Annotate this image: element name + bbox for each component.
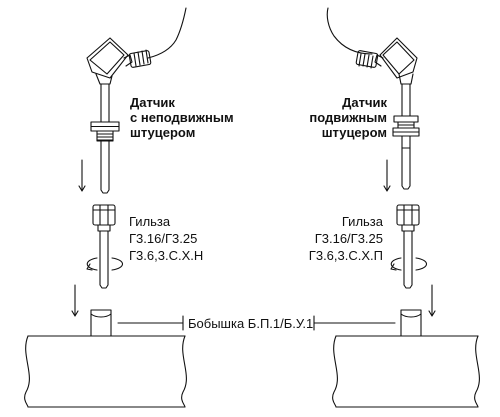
boss-leader-line — [117, 315, 396, 331]
right-rotation-arrow — [390, 257, 428, 271]
right-probe — [401, 135, 411, 190]
boss-label: Бобышка Б.П.1/Б.У.1 — [188, 316, 314, 331]
left-pipe — [24, 335, 187, 408]
left-probe — [100, 140, 110, 194]
right-movable-fitting — [392, 115, 420, 137]
left-down-arrow-1 — [78, 159, 86, 192]
right-sensor-label: Датчик подвижным штуцером — [309, 95, 387, 140]
right-boss — [400, 309, 422, 337]
right-cable — [326, 7, 373, 55]
left-sleeve — [92, 204, 116, 289]
right-sleeve-label: Гильза Г3.16/Г3.25 Г3.6,3.С.Х.П — [308, 214, 383, 263]
left-sensor-head — [86, 37, 152, 85]
right-pipe — [332, 335, 480, 408]
left-cable — [147, 7, 187, 59]
left-sensor-stem — [100, 83, 110, 123]
right-down-arrow-1 — [383, 159, 391, 192]
left-sensor-label: Датчик с неподвижным штуцером — [130, 95, 234, 140]
left-rotation-arrow — [86, 257, 124, 271]
left-down-arrow-2 — [71, 284, 79, 317]
left-boss — [90, 309, 112, 337]
left-fixed-fitting — [90, 121, 120, 142]
right-sensor-stem — [401, 83, 411, 117]
right-sensor-head — [355, 37, 418, 85]
right-down-arrow-2 — [428, 284, 436, 317]
left-sleeve-label: Гильза Г3.16/Г3.25 Г3.6,3.С.Х.Н — [129, 214, 204, 263]
right-sleeve — [396, 204, 420, 289]
